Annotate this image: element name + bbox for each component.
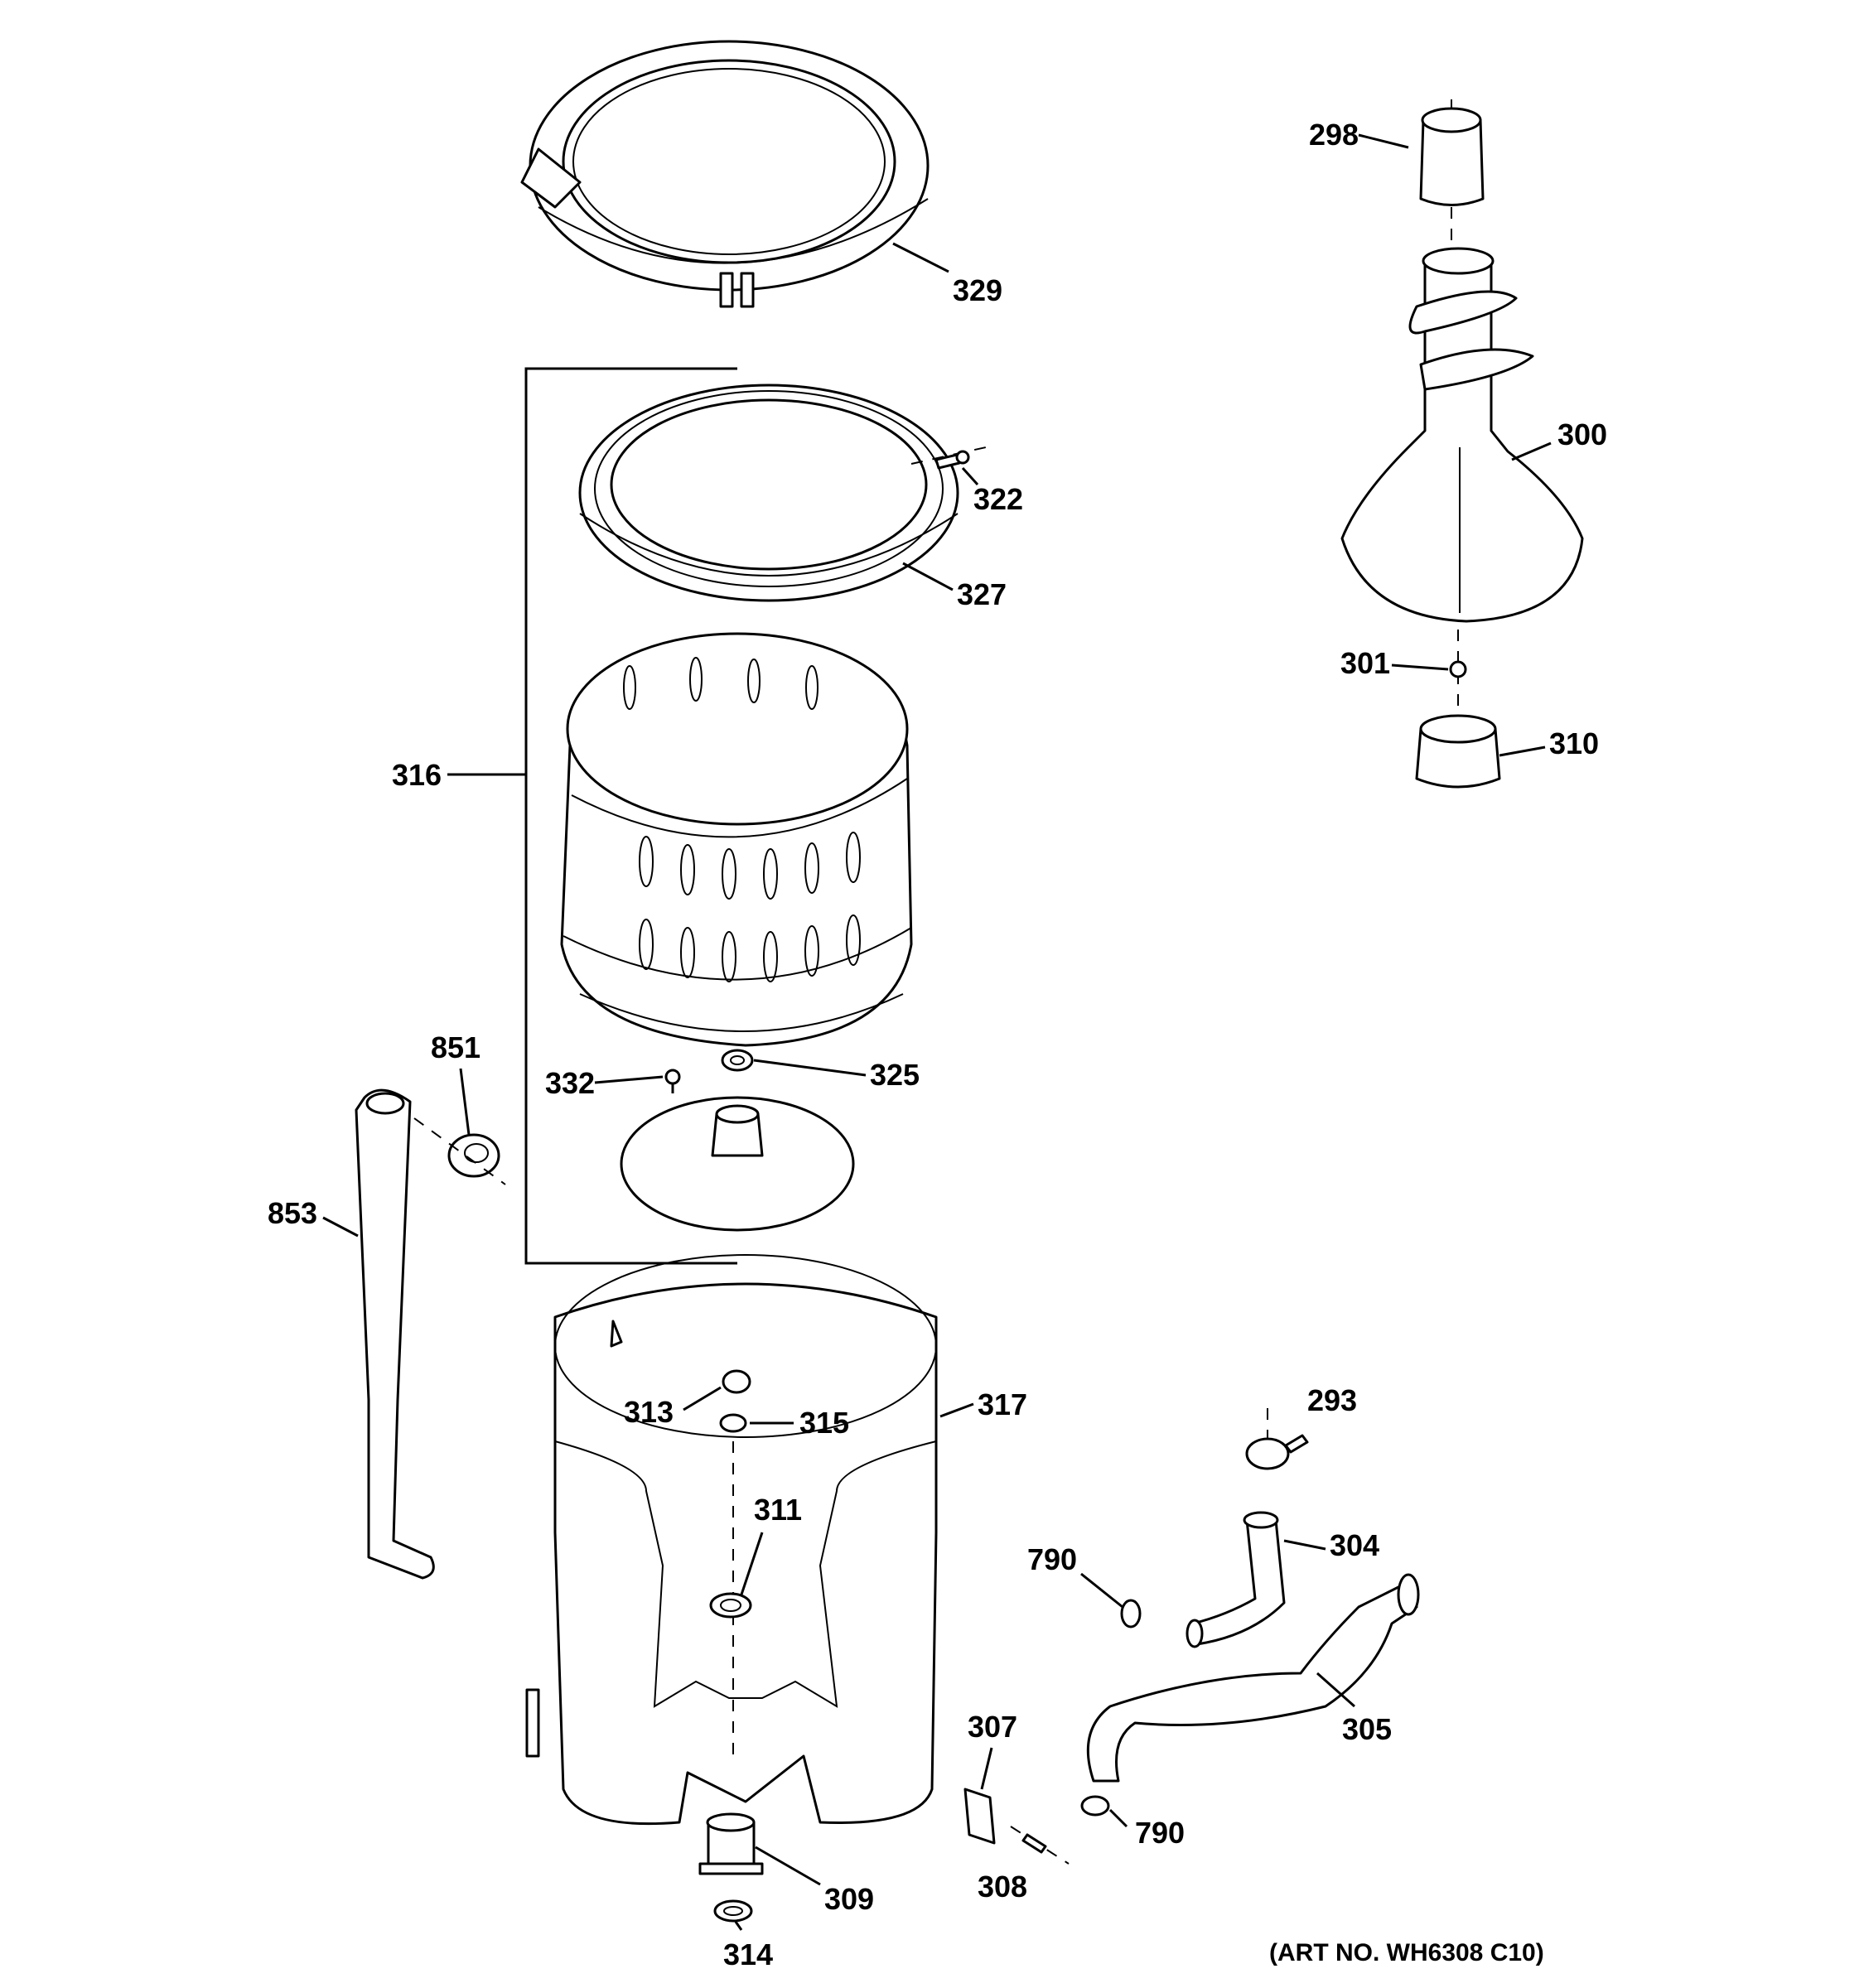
part-332-screw <box>664 1069 681 1093</box>
callout-301: 301 <box>1340 646 1390 680</box>
part-310-cap <box>1415 714 1501 789</box>
callout-300: 300 <box>1557 417 1607 451</box>
callout-310: 310 <box>1549 726 1599 760</box>
callout-308: 308 <box>978 1870 1027 1904</box>
callout-332: 332 <box>545 1066 595 1100</box>
part-309-bearing <box>698 1812 764 1875</box>
callout-311: 311 <box>754 1493 802 1527</box>
bracket-316 <box>524 367 737 1265</box>
part-311-seal <box>709 1592 752 1619</box>
callout-325: 325 <box>870 1058 920 1092</box>
callout-322: 322 <box>973 482 1023 516</box>
callout-790-upper: 790 <box>1027 1542 1077 1576</box>
part-313-bushing <box>722 1369 751 1394</box>
part-basket-hub <box>620 1096 855 1232</box>
callout-307: 307 <box>968 1710 1017 1744</box>
callout-317: 317 <box>978 1387 1027 1421</box>
callout-790-lower: 790 <box>1135 1816 1185 1850</box>
part-298-cap <box>1419 99 1485 248</box>
part-322-screw <box>910 446 987 470</box>
part-300-agitator <box>1340 247 1584 623</box>
part-329-tub-cover <box>520 40 930 308</box>
callout-314: 314 <box>723 1937 773 1971</box>
part-316-wash-basket <box>560 632 913 1047</box>
callout-853: 853 <box>268 1196 317 1230</box>
callout-313: 313 <box>624 1395 674 1429</box>
part-304-hose <box>1186 1511 1286 1648</box>
part-305-hose <box>1086 1573 1420 1783</box>
part-325-nut <box>721 1049 754 1072</box>
leader-lines <box>322 133 1552 1931</box>
part-314-washer <box>713 1899 753 1923</box>
callout-315: 315 <box>799 1406 849 1440</box>
part-301-screw <box>1449 630 1467 729</box>
part-327-balance-ring <box>578 384 959 602</box>
part-293-clamp <box>1245 1408 1309 1470</box>
callout-304: 304 <box>1330 1528 1379 1562</box>
part-315-washer <box>719 1413 747 1433</box>
callout-329: 329 <box>953 273 1002 307</box>
part-317-outer-tub <box>525 1254 938 1826</box>
callout-327: 327 <box>957 577 1007 611</box>
callout-316: 316 <box>392 758 442 792</box>
art-number: (ART NO. WH6308 C10) <box>1269 1939 1544 1966</box>
callout-293: 293 <box>1307 1383 1357 1417</box>
part-853-tube <box>355 1088 435 1580</box>
callout-851: 851 <box>431 1030 480 1064</box>
part-790a-clamp <box>1120 1599 1142 1629</box>
part-307-bracket <box>963 1788 996 1845</box>
callout-309: 309 <box>824 1882 874 1916</box>
part-851-plug <box>413 1117 506 1185</box>
part-308-screw <box>1010 1826 1070 1865</box>
callout-305: 305 <box>1342 1712 1392 1746</box>
part-790b-clamp <box>1080 1795 1110 1817</box>
callout-298: 298 <box>1309 118 1359 152</box>
